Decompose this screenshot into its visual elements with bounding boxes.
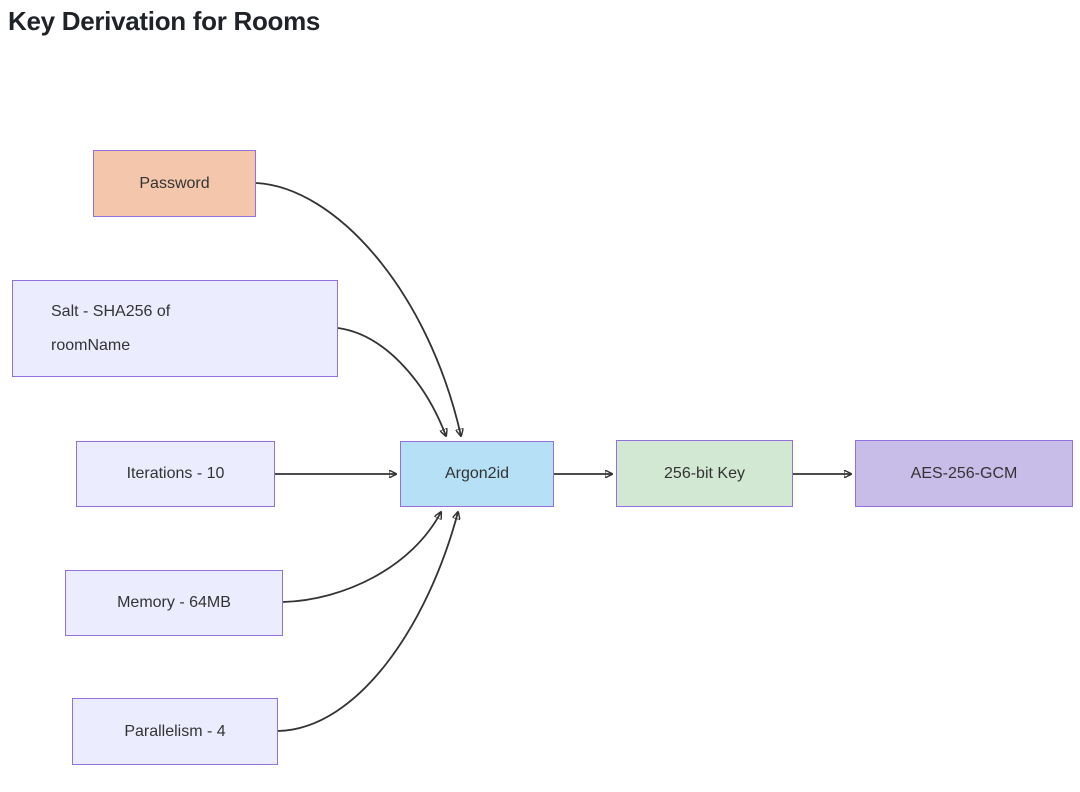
node-salt-label-line2: roomName <box>51 336 131 354</box>
node-256-bit-key-label: 256-bit Key <box>664 464 745 482</box>
node-parallelism-label: Parallelism - 4 <box>124 722 226 740</box>
edge-salt-argon2id <box>337 327 446 436</box>
node-aes-256-gcm-label: AES-256-GCM <box>910 464 1018 482</box>
node-memory: Memory - 64MB <box>65 570 283 636</box>
edge-parallelism-argon2id <box>277 512 458 732</box>
page-title: Key Derivation for Rooms <box>8 6 321 36</box>
node-salt-label-line1: Salt - SHA256 of <box>51 302 171 320</box>
node-password: Password <box>93 150 256 217</box>
node-salt: Salt - SHA256 of roomName <box>12 280 338 377</box>
node-iterations-label: Iterations - 10 <box>126 465 225 482</box>
node-parallelism: Parallelism - 4 <box>72 698 278 765</box>
edge-password-argon2id <box>255 182 461 436</box>
node-iterations: Iterations - 10 <box>76 441 275 507</box>
node-aes-256-gcm: AES-256-GCM <box>855 440 1073 507</box>
node-password-label: Password <box>139 174 210 192</box>
node-256-bit-key: 256-bit Key <box>616 440 793 507</box>
node-memory-label: Memory - 64MB <box>117 594 231 611</box>
edge-memory-argon2id <box>282 512 441 603</box>
node-argon2id: Argon2id <box>400 441 554 507</box>
node-argon2id-label: Argon2id <box>444 465 510 482</box>
